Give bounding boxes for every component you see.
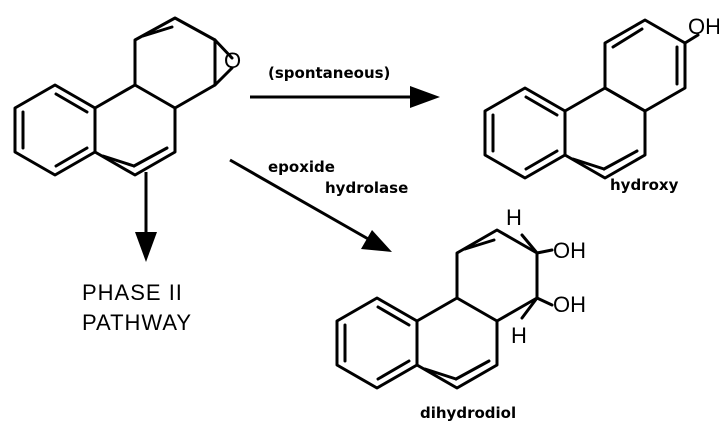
phase-ii-arrow xyxy=(135,172,157,262)
enzyme-label-line1: epoxide xyxy=(268,158,335,176)
epoxide-substrate: O xyxy=(13,16,241,177)
dihydrodiol-product: H OH OH H xyxy=(335,205,586,390)
hydroxy-product: OH xyxy=(483,14,719,180)
hydroxy-oh-label: OH xyxy=(688,14,719,39)
epoxide-oxygen-label: O xyxy=(224,48,241,73)
phase-ii-label-line2: PATHWAY xyxy=(82,310,192,335)
dihydrodiol-oh-bottom: OH xyxy=(553,292,586,317)
dihydrodiol-h-top: H xyxy=(506,205,522,230)
dihydrodiol-oh-top: OH xyxy=(553,238,586,263)
spontaneous-arrow xyxy=(250,86,440,108)
dihydrodiol-h-bottom: H xyxy=(511,323,527,348)
phase-ii-label-line1: PHASE II xyxy=(82,280,183,305)
enzyme-label-line2: hydrolase xyxy=(325,179,408,197)
enzymatic-arrow xyxy=(229,158,392,252)
spontaneous-label: (spontaneous) xyxy=(268,64,390,82)
dihydrodiol-name: dihydrodiol xyxy=(420,404,516,422)
hydroxy-name: hydroxy xyxy=(610,176,679,194)
